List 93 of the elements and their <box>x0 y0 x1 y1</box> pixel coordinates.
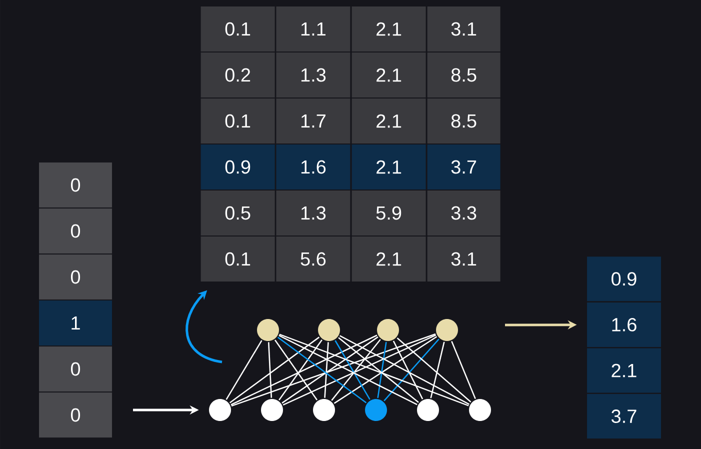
table-cell: 0.1 <box>200 6 275 52</box>
node-label: 0 <box>70 408 80 422</box>
neuron-circle <box>469 399 491 421</box>
connection-line <box>230 334 378 406</box>
table-cell: 0 <box>39 162 112 208</box>
node-label: 8.5 <box>451 114 476 128</box>
connection-line <box>392 340 424 400</box>
neuron-circle <box>436 319 458 341</box>
table-cell: 0 <box>39 208 112 254</box>
node-label: 0.1 <box>225 114 250 128</box>
node-label: 3.3 <box>451 206 476 220</box>
node-label: 0 <box>70 270 80 284</box>
connection-line <box>396 338 472 402</box>
connection-line <box>229 336 320 404</box>
table-cell: 0 <box>39 254 112 300</box>
table-cell: 0.9 <box>587 256 661 302</box>
node-label: 1.7 <box>301 114 326 128</box>
table-cell: 2.1 <box>352 52 426 98</box>
table-cell: 2.1 <box>352 98 426 144</box>
node-label: 3.1 <box>451 252 476 266</box>
connection-line <box>279 334 469 406</box>
neuron-circle <box>209 399 231 421</box>
neuron-circle <box>318 319 340 341</box>
node-label: 0 <box>70 224 80 238</box>
table-cell: 3.7 <box>427 144 500 190</box>
node-label: 5.9 <box>376 206 402 220</box>
table-cell: 1.1 <box>276 6 350 52</box>
connection-line <box>278 334 418 406</box>
connection-line <box>268 342 272 398</box>
node-label: 0 <box>70 178 80 192</box>
node-label: 2.1 <box>376 114 402 128</box>
neuron-circle <box>365 399 387 421</box>
connection-line <box>377 342 387 398</box>
connection-line <box>334 336 438 404</box>
node-label: 1.3 <box>301 206 326 220</box>
connection-line <box>451 341 476 399</box>
node-label: 2.1 <box>612 364 636 378</box>
table-cell: 3.1 <box>427 6 500 52</box>
table-cell: 1 <box>39 300 112 346</box>
table-cell: 0.9 <box>200 144 275 190</box>
node-label: 0.5 <box>225 206 250 220</box>
table-cell: 1.3 <box>276 52 350 98</box>
table-cell: 1.6 <box>276 144 350 190</box>
table-cell: 3.7 <box>587 394 661 439</box>
connection-line <box>334 340 370 400</box>
node-label: 8.5 <box>451 68 476 82</box>
connection-line <box>338 337 419 403</box>
table-cell: 2.1 <box>587 348 661 393</box>
node-label: 1.3 <box>301 68 326 82</box>
table-cell: 0.5 <box>200 190 275 236</box>
table-cell: 3.3 <box>427 190 500 236</box>
table-cell: 1.6 <box>587 302 661 347</box>
node-label: 3.1 <box>451 22 476 36</box>
connection-line <box>331 339 381 401</box>
node-label: 2.1 <box>376 22 402 36</box>
table-cell: 0.2 <box>200 52 275 98</box>
node-label: 2.1 <box>376 68 402 82</box>
node-label: 0.2 <box>225 68 250 82</box>
table-cell: 1.7 <box>276 98 350 144</box>
connection-line <box>324 342 329 398</box>
table-cell: 5.6 <box>276 236 350 282</box>
connection-line <box>339 335 470 405</box>
neuron-circle <box>313 399 335 421</box>
neuron-circle <box>261 399 283 421</box>
connection-line <box>384 338 440 402</box>
node-label: 0.1 <box>225 252 250 266</box>
connection-line <box>282 336 378 404</box>
table-cell: 2.1 <box>352 144 426 190</box>
table-cell: 2.1 <box>352 236 426 282</box>
connection-line <box>430 342 445 398</box>
node-label: 0.1 <box>225 22 250 36</box>
neuron-circle <box>377 319 399 341</box>
neuron-circle <box>417 399 439 421</box>
table-cell: 0.1 <box>200 98 275 144</box>
table-cell: 8.5 <box>427 98 500 144</box>
node-label: 1.1 <box>301 22 326 36</box>
table-cell: 5.9 <box>352 190 426 236</box>
table-cell: 2.1 <box>352 6 426 52</box>
table-cell: 3.1 <box>427 236 500 282</box>
table-cell: 8.5 <box>427 52 500 98</box>
node-label: 0.9 <box>612 272 636 286</box>
table-cell: 0.1 <box>200 236 275 282</box>
connection-line <box>231 333 436 407</box>
neuron-circle <box>257 319 279 341</box>
connection-line <box>226 340 262 400</box>
table-cell: 0 <box>39 346 112 392</box>
node-label: 5.6 <box>300 252 326 266</box>
table-cell: 0 <box>39 392 112 438</box>
table-cell: 1.3 <box>276 190 350 236</box>
node-label: 0 <box>70 362 80 376</box>
connection-line <box>277 336 367 404</box>
node-label: 2.1 <box>376 252 402 266</box>
connection-line <box>282 334 436 406</box>
